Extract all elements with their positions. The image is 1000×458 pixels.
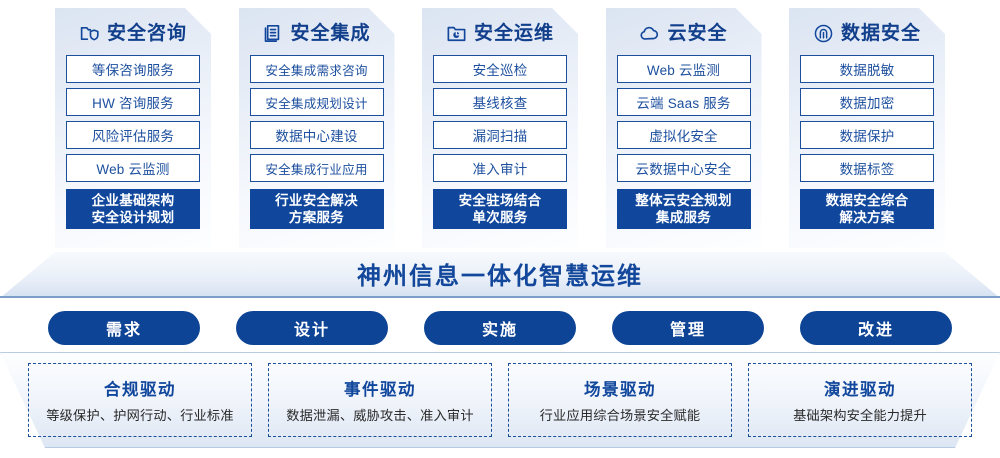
service-column-security-integration[interactable]: 安全集成 安全集成需求咨询 安全集成规划设计 数据中心建设 安全集成行业应用 行… bbox=[239, 8, 395, 248]
service-item[interactable]: 准入审计 bbox=[433, 154, 567, 182]
cloud-icon bbox=[639, 23, 660, 44]
driver-card-incident[interactable]: 事件驱动 数据泄漏、威胁攻击、准入审计 bbox=[268, 363, 492, 437]
service-item[interactable]: 安全集成规划设计 bbox=[250, 88, 384, 116]
footer-line: 安全设计规划 bbox=[91, 210, 175, 225]
banner-shape bbox=[0, 252, 1000, 298]
service-column-data-security[interactable]: 数据安全 数据脱敏 数据加密 数据保护 数据标签 数据安全综合 解决方案 bbox=[789, 8, 945, 248]
driver-subtitle: 等级保护、护网行动、行业标准 bbox=[46, 408, 234, 423]
driver-row: 合规驱动 等级保护、护网行动、行业标准 事件驱动 数据泄漏、威胁攻击、准入审计 … bbox=[0, 352, 1000, 448]
column-footer-highlight[interactable]: 企业基础架构 安全设计规划 bbox=[66, 189, 200, 229]
column-header: 安全集成 bbox=[250, 16, 384, 50]
lifecycle-stage-row: 需求 设计 实施 管理 改进 bbox=[0, 311, 1000, 347]
fingerprint-icon bbox=[813, 23, 834, 44]
footer-line: 数据安全综合 bbox=[825, 193, 909, 208]
service-item[interactable]: 安全集成行业应用 bbox=[250, 154, 384, 182]
driver-section: 合规驱动 等级保护、护网行动、行业标准 事件驱动 数据泄漏、威胁攻击、准入审计 … bbox=[0, 352, 1000, 448]
service-column-security-operations[interactable]: 安全运维 安全巡检 基线核查 漏洞扫描 准入审计 安全驻场结合 单次服务 bbox=[422, 8, 578, 248]
driver-section-shape bbox=[0, 352, 1000, 448]
service-item[interactable]: 数据保护 bbox=[800, 121, 934, 149]
service-item[interactable]: 虚拟化安全 bbox=[617, 121, 751, 149]
lifecycle-pill-implementation[interactable]: 实施 bbox=[424, 311, 576, 345]
column-header: 安全运维 bbox=[433, 16, 567, 50]
service-item[interactable]: 数据中心建设 bbox=[250, 121, 384, 149]
service-item[interactable]: HW 咨询服务 bbox=[66, 88, 200, 116]
banner-title: 神州信息一体化智慧运维 bbox=[357, 263, 643, 290]
service-item[interactable]: 数据脱敏 bbox=[800, 55, 934, 83]
document-stack-icon bbox=[262, 23, 283, 44]
footer-line: 整体云安全规划 bbox=[635, 193, 732, 208]
column-header: 安全咨询 bbox=[66, 16, 200, 50]
service-item[interactable]: 云数据中心安全 bbox=[617, 154, 751, 182]
service-column-cloud-security[interactable]: 云安全 Web 云监测 云端 Saas 服务 虚拟化安全 云数据中心安全 整体云… bbox=[606, 8, 762, 248]
column-footer-highlight[interactable]: 数据安全综合 解决方案 bbox=[800, 189, 934, 229]
driver-title: 场景驱动 bbox=[584, 381, 656, 399]
banner-bottom-edge bbox=[0, 296, 1000, 298]
service-item[interactable]: 漏洞扫描 bbox=[433, 121, 567, 149]
driver-card-evolution[interactable]: 演进驱动 基础架构安全能力提升 bbox=[748, 363, 972, 437]
service-item[interactable]: 风险评估服务 bbox=[66, 121, 200, 149]
service-item[interactable]: 安全集成需求咨询 bbox=[250, 55, 384, 83]
driver-card-scenario[interactable]: 场景驱动 行业应用综合场景安全赋能 bbox=[508, 363, 732, 437]
column-title: 安全集成 bbox=[290, 22, 371, 44]
column-title: 云安全 bbox=[667, 22, 728, 44]
footer-line: 单次服务 bbox=[472, 210, 528, 225]
service-item[interactable]: 等保咨询服务 bbox=[66, 55, 200, 83]
driver-title: 合规驱动 bbox=[104, 381, 176, 399]
service-item[interactable]: 数据加密 bbox=[800, 88, 934, 116]
driver-subtitle: 基础架构安全能力提升 bbox=[793, 408, 927, 423]
service-item[interactable]: 安全巡检 bbox=[433, 55, 567, 83]
driver-subtitle: 数据泄漏、威胁攻击、准入审计 bbox=[286, 408, 474, 423]
footer-line: 解决方案 bbox=[839, 210, 895, 225]
lifecycle-pill-management[interactable]: 管理 bbox=[612, 311, 764, 345]
column-title: 安全运维 bbox=[473, 22, 554, 44]
lifecycle-pill-requirement[interactable]: 需求 bbox=[48, 311, 200, 345]
service-item[interactable]: Web 云监测 bbox=[66, 154, 200, 182]
column-footer-highlight[interactable]: 安全驻场结合 单次服务 bbox=[433, 189, 567, 229]
service-columns: 安全咨询 等保咨询服务 HW 咨询服务 风险评估服务 Web 云监测 企业基础架… bbox=[0, 8, 1000, 253]
platform-banner: 神州信息一体化智慧运维 bbox=[0, 252, 1000, 298]
column-title: 安全咨询 bbox=[106, 22, 187, 44]
folder-shield-icon bbox=[79, 23, 100, 44]
lifecycle-pill-improvement[interactable]: 改进 bbox=[800, 311, 952, 345]
lifecycle-pill-design[interactable]: 设计 bbox=[236, 311, 388, 345]
folder-chart-icon bbox=[446, 23, 467, 44]
footer-line: 行业安全解决 bbox=[275, 193, 358, 208]
driver-subtitle: 行业应用综合场景安全赋能 bbox=[539, 408, 701, 423]
footer-line: 方案服务 bbox=[288, 210, 345, 225]
column-footer-highlight[interactable]: 整体云安全规划 集成服务 bbox=[617, 189, 751, 229]
driver-title: 演进驱动 bbox=[824, 381, 896, 399]
footer-line: 安全驻场结合 bbox=[458, 193, 542, 208]
column-title: 数据安全 bbox=[840, 22, 921, 44]
service-item[interactable]: 云端 Saas 服务 bbox=[617, 88, 751, 116]
driver-card-compliance[interactable]: 合规驱动 等级保护、护网行动、行业标准 bbox=[28, 363, 252, 437]
footer-line: 集成服务 bbox=[655, 210, 712, 225]
service-column-security-consulting[interactable]: 安全咨询 等保咨询服务 HW 咨询服务 风险评估服务 Web 云监测 企业基础架… bbox=[55, 8, 211, 248]
column-header: 云安全 bbox=[617, 16, 751, 50]
footer-line: 企业基础架构 bbox=[91, 193, 175, 208]
driver-title: 事件驱动 bbox=[344, 381, 416, 399]
service-item[interactable]: 基线核查 bbox=[433, 88, 567, 116]
service-item[interactable]: 数据标签 bbox=[800, 154, 934, 182]
service-item[interactable]: Web 云监测 bbox=[617, 55, 751, 83]
column-footer-highlight[interactable]: 行业安全解决 方案服务 bbox=[250, 189, 384, 229]
column-header: 数据安全 bbox=[800, 16, 934, 50]
